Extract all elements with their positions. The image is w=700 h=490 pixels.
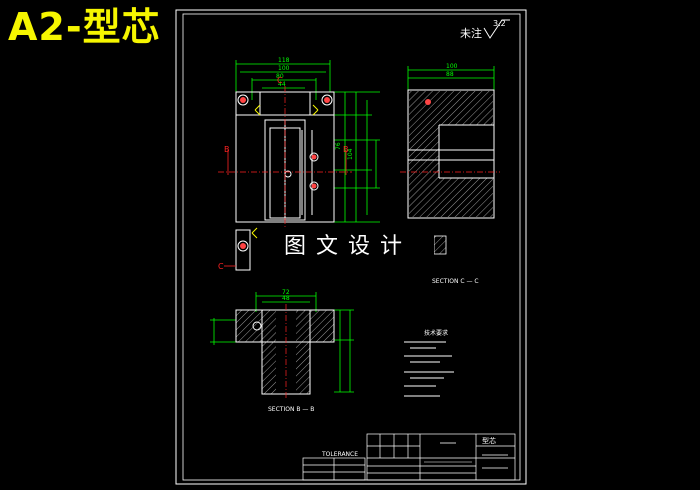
svg-text:104: 104 — [347, 148, 354, 160]
svg-text:44: 44 — [278, 81, 286, 88]
section-marker-right: B — [343, 145, 349, 154]
section-marker-c: C — [277, 76, 283, 85]
svg-text:48: 48 — [282, 295, 290, 302]
svg-text:72: 72 — [282, 289, 290, 296]
tolerance-title: TOLERANCE — [321, 451, 358, 458]
section-marker-left: B — [224, 145, 230, 154]
section-bb-label: SECTION B — B — [268, 406, 314, 413]
roughness-label: 未注 — [460, 26, 482, 40]
watermark-text: 图文设计 — [262, 228, 434, 266]
sheet-border — [175, 9, 527, 485]
svg-text:100: 100 — [446, 63, 458, 70]
svg-text:C: C — [218, 262, 224, 271]
section-view-cc: 100 88 SECTION C — C — [400, 63, 500, 285]
notes-title: 技术要求 — [424, 329, 448, 337]
section-view-bb: 72 48 SECTION B — B — [210, 289, 354, 413]
title-block: 型芯 — [366, 433, 516, 481]
svg-text:88: 88 — [446, 71, 454, 78]
svg-text:118: 118 — [278, 57, 290, 64]
svg-text:80: 80 — [276, 73, 284, 80]
roughness-note: 未注 3.2 — [460, 19, 510, 40]
technical-notes: 技术要求 — [404, 329, 454, 397]
section-cc-label: SECTION C — C — [432, 278, 479, 285]
roughness-value: 3.2 — [493, 19, 506, 28]
front-view: 118 100 80 44 76 104 — [218, 57, 380, 271]
svg-text:100: 100 — [278, 65, 290, 72]
svg-text:76: 76 — [335, 142, 342, 150]
page-heading: A2-型芯 — [8, 5, 161, 49]
title-block-part: 型芯 — [482, 436, 496, 445]
tolerance-table: TOLERANCE — [302, 451, 366, 481]
